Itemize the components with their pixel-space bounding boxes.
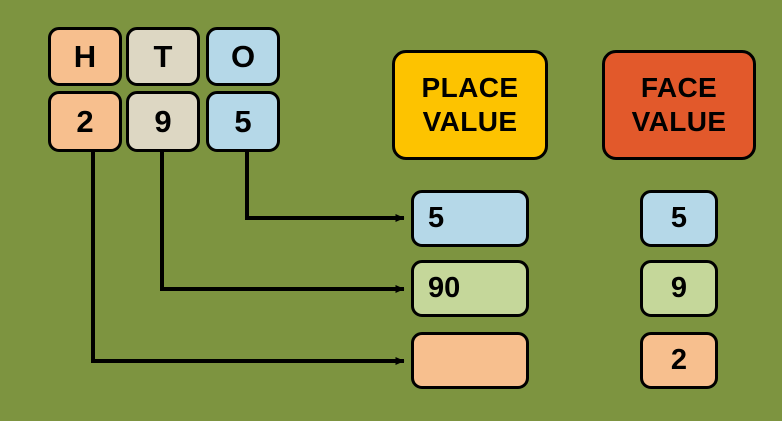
- place-value-result-tens: 90: [411, 260, 529, 317]
- place-value-banner: PLACE VALUE: [392, 50, 548, 160]
- place-value-banner-line2: VALUE: [422, 106, 518, 137]
- place-value-result-ones: 5: [411, 190, 529, 247]
- face-value-result-hundreds: 2: [640, 332, 718, 389]
- face-value-banner-line2: VALUE: [631, 106, 727, 137]
- connector-ones: [245, 150, 405, 222]
- digit-hundreds-value: 2: [76, 104, 94, 139]
- column-header-ones: O: [206, 27, 280, 86]
- column-header-tens-label: T: [153, 39, 173, 74]
- face-value-result-tens: 9: [640, 260, 718, 317]
- column-header-hundreds-label: H: [73, 39, 97, 74]
- face-value-banner-line1: FACE: [640, 71, 718, 103]
- face-value-result-tens-label: 9: [670, 272, 688, 304]
- digit-ones: 5: [206, 91, 280, 152]
- place-value-result-hundreds: [411, 332, 529, 389]
- face-value-result-hundreds-label: 2: [670, 344, 688, 376]
- digit-hundreds: 2: [48, 91, 122, 152]
- face-value-banner: FACE VALUE: [602, 50, 756, 160]
- connector-hundreds: [91, 152, 405, 365]
- connector-tens: [160, 152, 405, 293]
- place-value-result-tens-label: 90: [428, 272, 461, 304]
- place-value-result-ones-label: 5: [428, 202, 445, 234]
- place-value-banner-line1: PLACE: [421, 71, 519, 103]
- digit-tens-value: 9: [154, 104, 172, 139]
- face-value-result-ones: 5: [640, 190, 718, 247]
- digit-ones-value: 5: [234, 104, 252, 139]
- face-value-result-ones-label: 5: [670, 202, 688, 234]
- column-header-ones-label: O: [230, 39, 256, 74]
- digit-tens: 9: [126, 91, 200, 152]
- column-header-hundreds: H: [48, 27, 122, 86]
- column-header-tens: T: [126, 27, 200, 86]
